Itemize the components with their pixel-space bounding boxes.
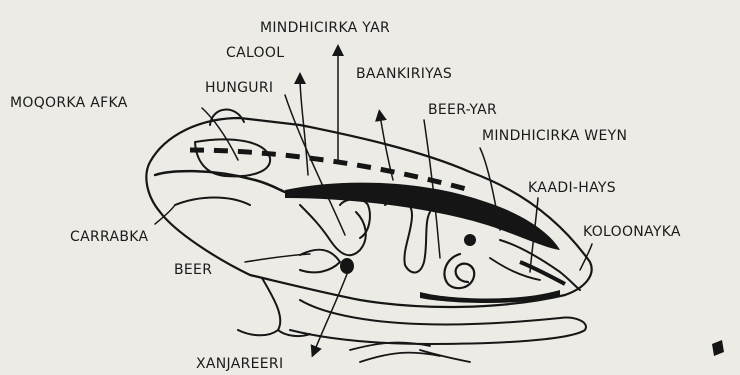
gall-bladder <box>464 234 476 246</box>
label-hunguri: HUNGURI <box>205 80 273 96</box>
label-xanjareeri: XANJAREERI <box>196 356 283 372</box>
label-moqorka-afka: MOQORKA AFKA <box>10 95 128 111</box>
rectum <box>520 262 565 284</box>
label-koloonayka: KOLOONAYKA <box>583 224 681 240</box>
label-carrabka: CARRABKA <box>70 229 148 245</box>
label-baankiriyas: BAANKIRIYAS <box>356 66 452 82</box>
ink-mark <box>712 340 724 356</box>
label-calool: CALOOL <box>226 45 284 61</box>
heart <box>340 258 354 274</box>
coiled-intestine <box>444 254 474 288</box>
hind-foot <box>350 343 470 362</box>
stomach <box>300 205 366 255</box>
small-intestine <box>385 200 430 273</box>
tongue <box>175 198 250 206</box>
large-intestine <box>500 240 580 290</box>
label-mindhicirka-weyn: MINDHICIRKA WEYN <box>482 128 627 144</box>
liver-lobe <box>300 250 340 273</box>
label-mindhicirka-yar: MINDHICIRKA YAR <box>260 20 390 36</box>
label-kaadi-hays: KAADI-HAYS <box>528 180 616 196</box>
label-beer: BEER <box>174 262 212 278</box>
label-beer-yar: BEER-YAR <box>428 102 497 118</box>
